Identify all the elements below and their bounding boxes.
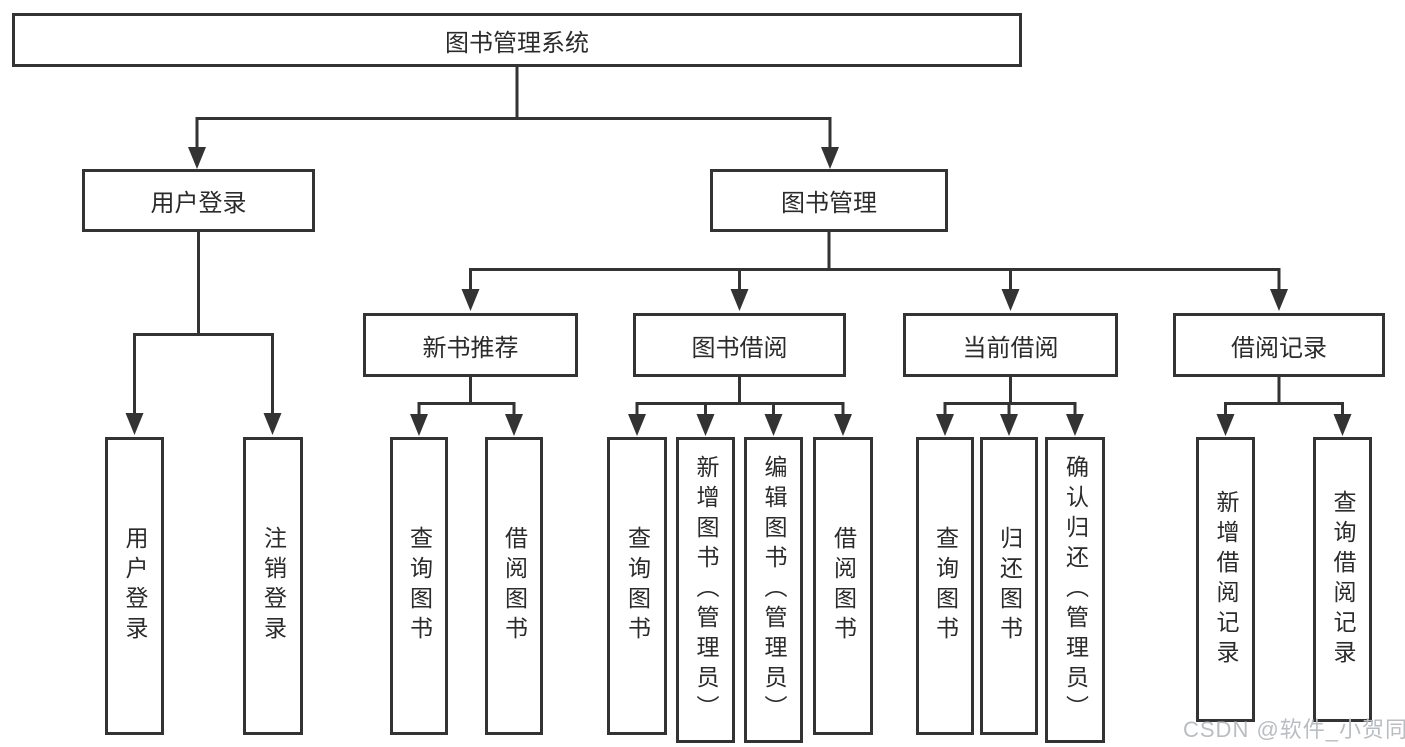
node-book-borrow: 图书借阅 [633,313,846,377]
node-user-login: 用户登录 [82,169,315,232]
node-new-book-recommend: 新书推荐 [363,313,578,377]
leaf-return-books: 归还图书 [980,437,1038,735]
node-borrow-records: 借阅记录 [1173,313,1385,377]
node-root: 图书管理系统 [12,13,1022,67]
leaf-query-books-current: 查询图书 [916,437,974,735]
leaf-confirm-return-admin: 确认归还（管理员） [1045,437,1105,743]
leaf-borrow-books-borrow: 借阅图书 [813,437,873,735]
node-label: 新书推荐 [422,334,519,362]
leaf-add-borrow-record: 新增借阅记录 [1196,437,1255,722]
leaf-label: 确认归还（管理员） [1062,455,1089,725]
node-current-borrow: 当前借阅 [903,313,1118,377]
leaf-query-books-borrow: 查询图书 [607,437,667,735]
node-label: 借阅记录 [1231,334,1327,362]
node-label: 图书管理系统 [445,29,589,57]
leaf-user-login: 用户登录 [105,437,164,735]
node-label: 当前借阅 [962,334,1059,362]
leaf-label: 借阅图书 [501,526,528,646]
leaf-add-book-admin: 新增图书（管理员） [676,437,735,743]
node-book-management: 图书管理 [710,169,948,232]
leaf-edit-book-admin: 编辑图书（管理员） [744,437,803,743]
leaf-label: 查询借阅记录 [1330,489,1356,670]
leaf-label: 用户登录 [122,526,148,646]
leaf-logout: 注销登录 [243,437,303,735]
csdn-watermark: CSDN @软件_小贺同学 [1183,717,1405,742]
leaf-label: 查询图书 [932,526,959,646]
arrowheads [125,147,1352,436]
leaf-label: 编辑图书（管理员） [761,455,787,725]
leaf-label: 借阅图书 [830,526,857,646]
leaf-label: 注销登录 [260,526,287,646]
leaf-label: 查询图书 [624,526,651,646]
leaf-query-borrow-record: 查询借阅记录 [1313,437,1372,722]
node-label: 用户登录 [150,190,247,217]
leaf-label: 查询图书 [406,526,433,646]
leaf-label: 新增借阅记录 [1213,489,1239,670]
leaf-label: 归还图书 [996,526,1023,646]
leaf-borrow-books-recommend: 借阅图书 [485,437,543,735]
node-label: 图书管理 [781,190,877,217]
leaf-label: 新增图书（管理员） [693,455,719,725]
node-label: 图书借阅 [691,334,788,362]
leaf-query-books-recommend: 查询图书 [390,437,448,735]
